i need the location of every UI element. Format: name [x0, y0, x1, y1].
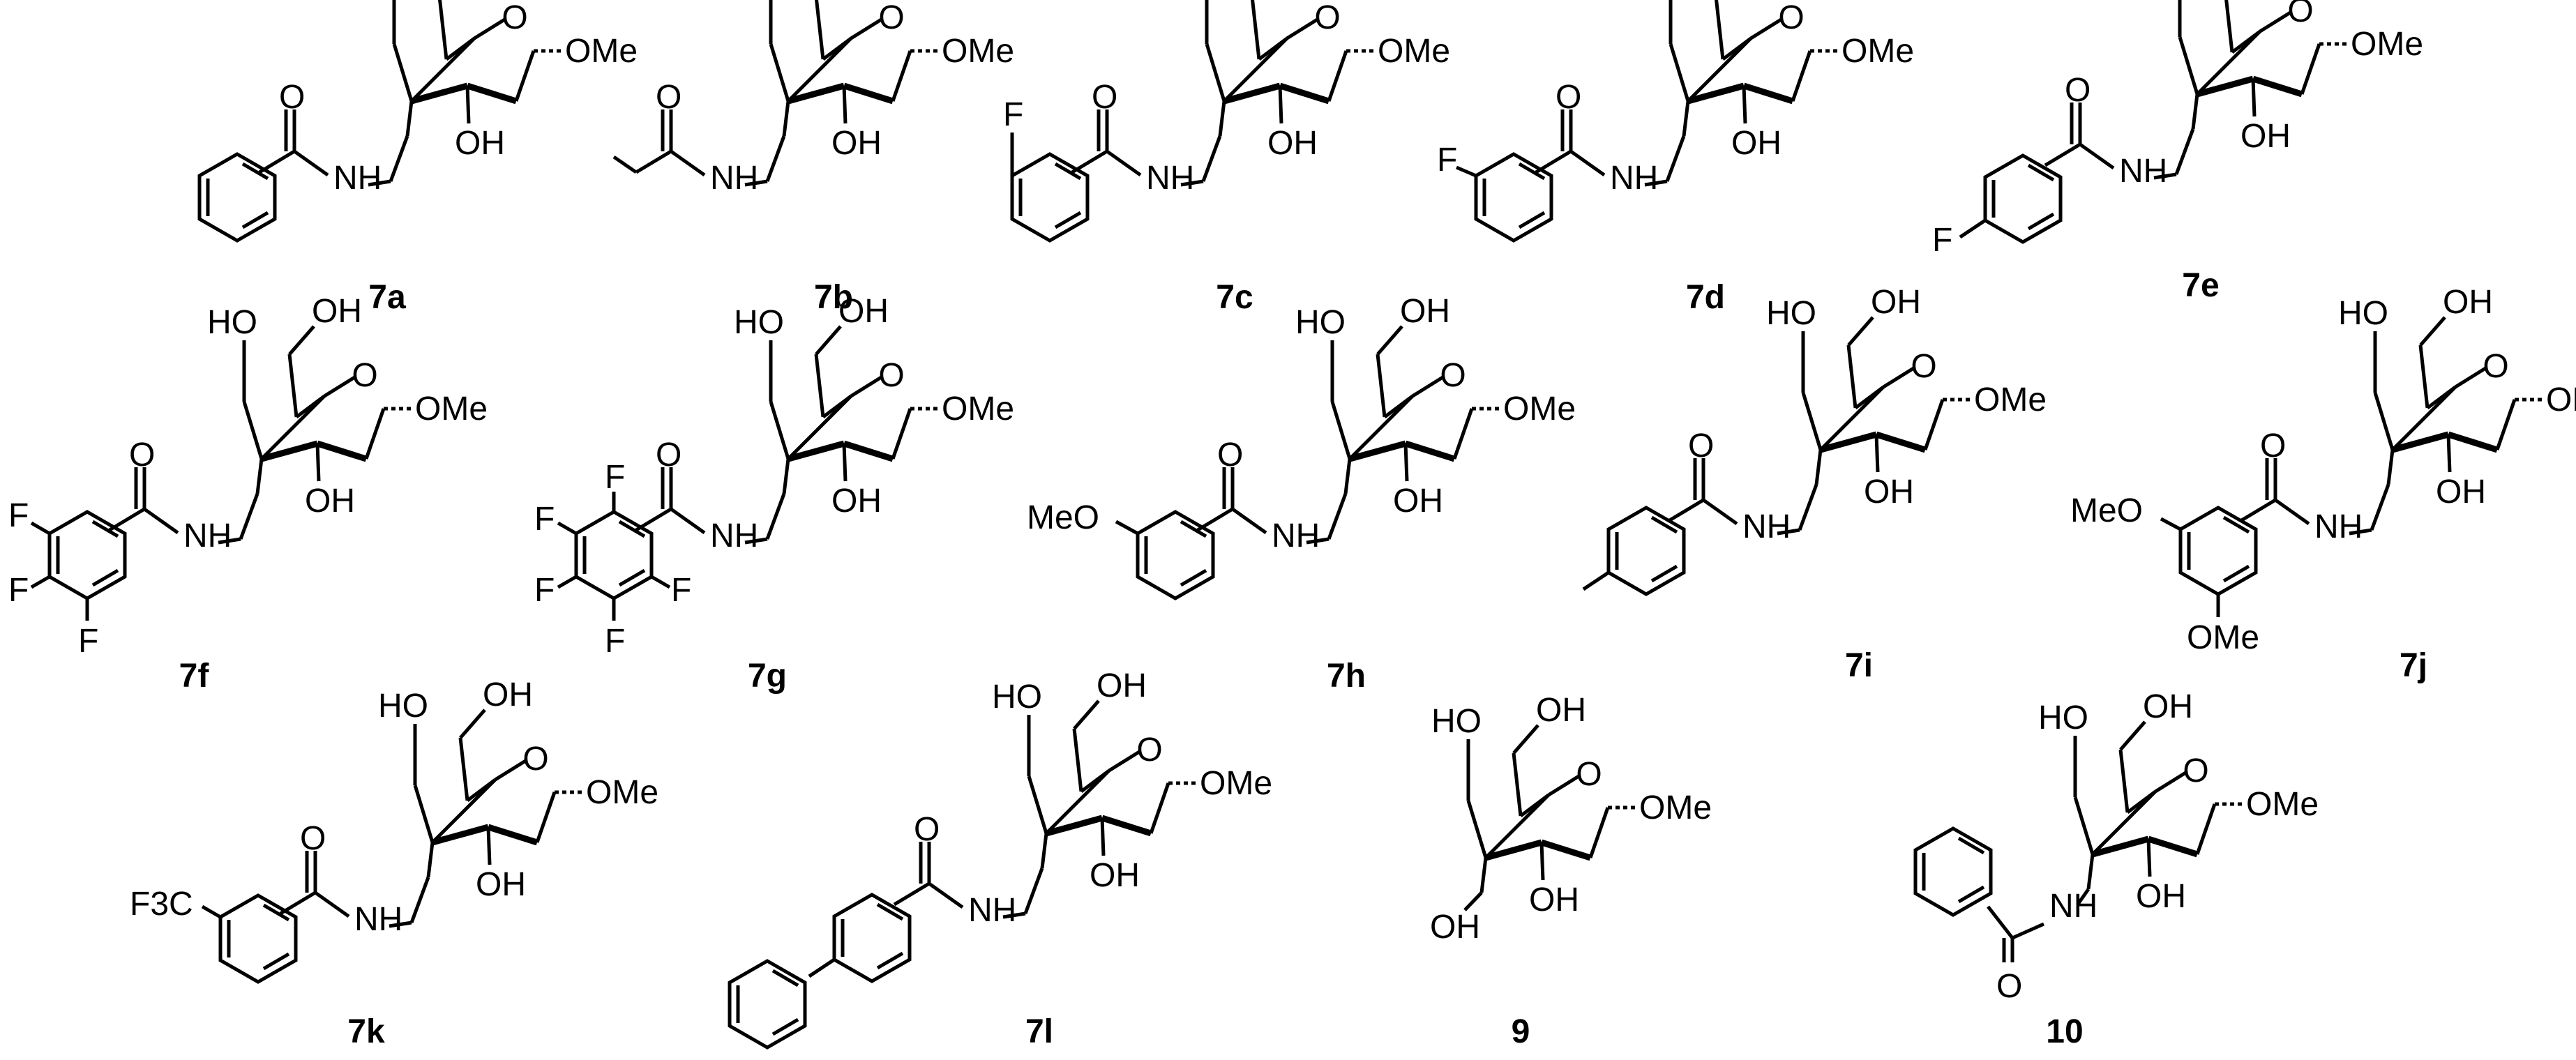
- fluorine-label: F: [671, 572, 691, 609]
- compound-7b: [612, 0, 1014, 197]
- fluorine-label: F: [605, 623, 625, 660]
- compound-10: NH O: [1915, 688, 2319, 1005]
- compound-label-7k: 7k: [347, 1013, 385, 1050]
- compound-label-7i: 7i: [1845, 647, 1873, 684]
- compound-label-7j: 7j: [2400, 647, 2427, 684]
- fluorine-label: F: [534, 572, 555, 609]
- fluorine-label: F: [1932, 222, 1952, 259]
- compound-label-7e: 7e: [2182, 267, 2219, 304]
- compound-7a: [199, 0, 638, 241]
- fluorine-label: F: [8, 572, 29, 609]
- fluorine-label: F: [1437, 142, 1457, 179]
- compound-label-7g: 7g: [748, 658, 787, 695]
- fluorine-label: F: [78, 623, 98, 660]
- methoxy-label: MeO: [1027, 499, 1099, 536]
- compound-label-9: 9: [1512, 1013, 1530, 1050]
- compound-label-7f: 7f: [179, 658, 210, 695]
- compound-7c: F: [1003, 0, 1450, 241]
- amide-nh-label: NH: [2049, 888, 2097, 925]
- compound-7f: F F F: [8, 293, 488, 660]
- compound-9: OH: [1430, 692, 1712, 946]
- fluorine-label: F: [534, 501, 555, 538]
- compound-7d: F: [1437, 0, 1914, 241]
- fluorine-label: F: [1003, 96, 1023, 133]
- fluorine-label: F: [8, 497, 29, 534]
- compound-label-7h: 7h: [1327, 658, 1366, 695]
- compound-7l: [730, 667, 1272, 1047]
- compound-7i: [1582, 284, 2047, 594]
- compound-7h: MeO: [1027, 293, 1576, 598]
- methoxy-label: MeO: [2070, 492, 2143, 529]
- compound-label-7a: 7a: [368, 279, 406, 316]
- fluorine-label: F: [605, 459, 625, 496]
- compound-label-7l: 7l: [1025, 1013, 1053, 1050]
- compound-7k: F3C: [130, 676, 658, 982]
- trifluoromethyl-label: F3C: [130, 886, 193, 923]
- hydroxyl-label: OH: [1430, 909, 1480, 946]
- carbonyl-oxygen: O: [1996, 968, 2022, 1005]
- compound-label-7d: 7d: [1686, 279, 1725, 316]
- methoxy-label: OMe: [2187, 619, 2259, 656]
- compound-label-10: 10: [2046, 1013, 2083, 1050]
- compound-7g: F F F F F: [534, 293, 1014, 660]
- compound-7j: MeO OMe: [2070, 284, 2576, 656]
- compound-label-7c: 7c: [1216, 279, 1253, 316]
- compound-7e: F: [1932, 0, 2423, 259]
